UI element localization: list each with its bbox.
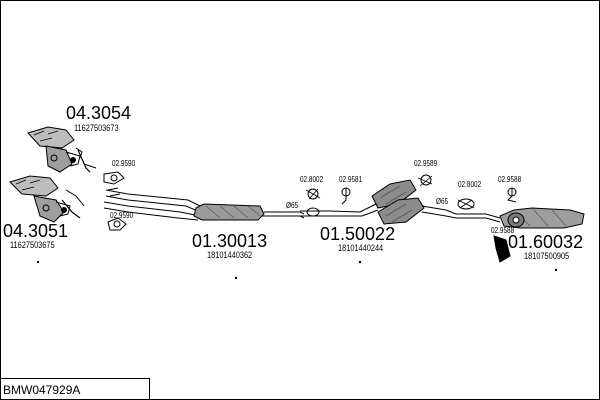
oem-number-twin-silencers: 18101440244 [338, 243, 384, 253]
manifold-catalyst-upper [27, 126, 97, 173]
oem-number-rear-silencer: 18107500905 [524, 251, 570, 261]
front-pipe [103, 189, 205, 221]
oem-number-middle-silencer: 18101440362 [207, 250, 253, 260]
rear-silencer [499, 207, 585, 229]
oem-number-upper-catalyst: 11627503673 [74, 123, 119, 133]
accessory-label: 02.8002 [300, 175, 324, 184]
connecting-pipe [329, 203, 379, 217]
clamp-group-left [103, 171, 127, 231]
accessory-label: 02.9588 [491, 226, 515, 235]
mid-pipe-clamp [300, 187, 351, 217]
accessory-label: 02.9588 [498, 175, 522, 184]
set-code: BMW047929A [3, 383, 81, 397]
pipe-diameter-label: Ø65 [436, 197, 449, 206]
part-number-twin-silencers: 01.50022 [320, 224, 396, 244]
set-code-box: BMW047929A [0, 378, 150, 399]
part-number-rear-silencer: 01.60032 [508, 232, 584, 252]
manifold-catalyst-lower [9, 175, 85, 223]
part-number-lower-catalyst: 04.3051 [3, 221, 69, 241]
pipe-diameter-label: Ø65 [286, 201, 299, 210]
twin-rear-silencers [371, 174, 457, 225]
accessory-label: 02.9581 [339, 175, 363, 184]
accessory-label: 02.9589 [414, 159, 438, 168]
accessory-label: 02.8002 [458, 180, 482, 189]
oem-number-lower-catalyst: 11627503675 [10, 240, 55, 250]
part-number-upper-catalyst: 04.3054 [66, 103, 132, 123]
part-number-middle-silencer: 01.30013 [192, 231, 268, 251]
rear-clamps [456, 187, 517, 263]
accessory-label: 02.9590 [112, 159, 136, 168]
accessory-label: 02.9590 [110, 211, 134, 220]
